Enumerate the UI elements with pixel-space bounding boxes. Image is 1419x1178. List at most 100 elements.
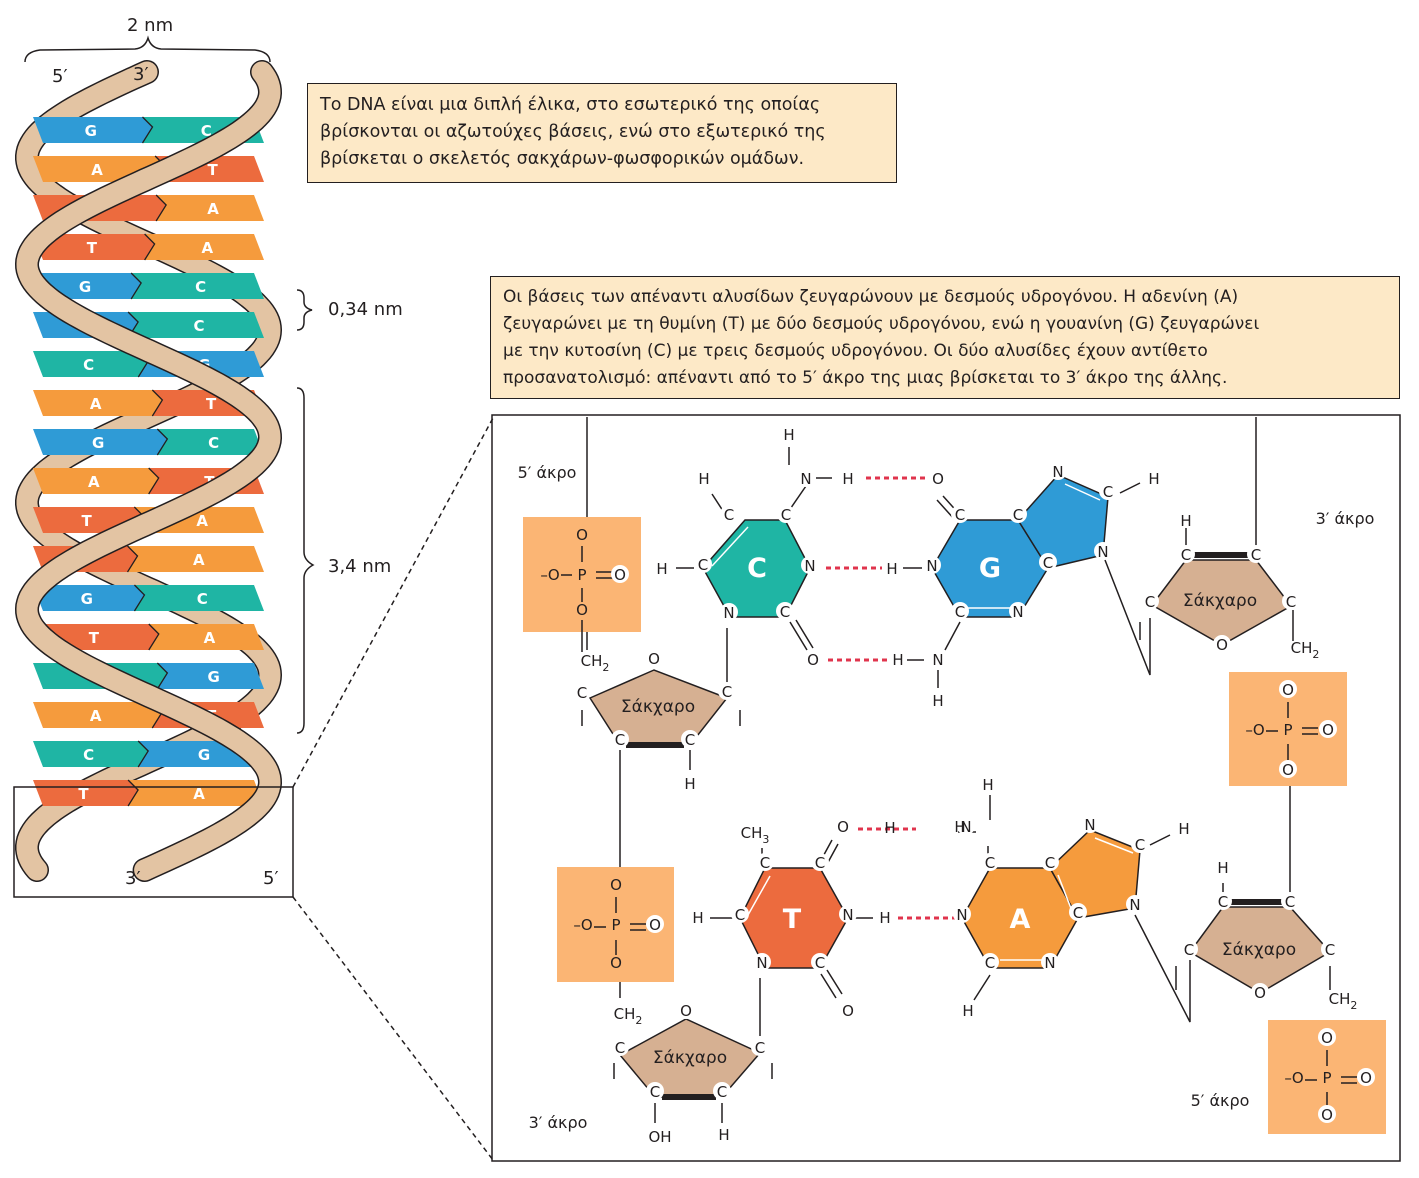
phosphate-bonds bbox=[561, 546, 1357, 1108]
atom-N-bg bbox=[1126, 895, 1144, 913]
atom-O: O bbox=[576, 526, 588, 544]
atom-C-bg bbox=[1009, 505, 1027, 523]
atom-N-bg bbox=[1081, 815, 1099, 833]
atom-O: O bbox=[932, 470, 944, 488]
atom-O-bg bbox=[834, 817, 852, 835]
atom-N-bg bbox=[1094, 542, 1112, 560]
atom-C: C bbox=[755, 1039, 765, 1057]
helix-caption-line: Το DNA είναι μια διπλή έλικα, στο εσωτερ… bbox=[320, 95, 821, 115]
atom-O: O bbox=[842, 1002, 854, 1020]
turn-label: 3,4 nm bbox=[328, 556, 391, 577]
rung-letter: C bbox=[194, 317, 205, 335]
base-A bbox=[33, 702, 163, 728]
ch3-group-subscript: 3 bbox=[762, 833, 769, 846]
atom-H: H bbox=[656, 560, 667, 578]
atom-H: H bbox=[718, 1126, 729, 1144]
atom-O-bg bbox=[1319, 720, 1337, 738]
spacing-brace bbox=[296, 289, 313, 331]
atom-N-bg bbox=[1009, 602, 1027, 620]
atom-C-bg bbox=[1214, 892, 1232, 910]
turn-brace bbox=[296, 387, 315, 734]
atom-O: O bbox=[610, 954, 622, 972]
rung-letter: A bbox=[196, 512, 208, 530]
base-G bbox=[33, 585, 145, 611]
atom-O: O bbox=[837, 818, 849, 836]
atom-H: H bbox=[886, 560, 897, 578]
atom-N: N bbox=[723, 604, 734, 622]
atom-C: C bbox=[698, 556, 708, 574]
atom-C-bg bbox=[1321, 940, 1339, 958]
atom-H: H bbox=[884, 819, 895, 837]
atom-C-bg bbox=[951, 505, 969, 523]
pairing-caption-line: με την κυτοσίνη (C) με τρεις δεσμούς υδρ… bbox=[503, 341, 1208, 361]
sugar-front-edges bbox=[626, 552, 1283, 1100]
spacing-label: 0,34 nm bbox=[328, 299, 403, 320]
backbone-lines bbox=[581, 417, 1331, 1123]
base-C bbox=[131, 273, 264, 299]
atom-O-bg bbox=[1251, 983, 1269, 1001]
atom-O-bg bbox=[1318, 1105, 1336, 1123]
base-A bbox=[148, 624, 264, 650]
atom-O-bg bbox=[1357, 1068, 1375, 1086]
atom-H: H bbox=[1148, 470, 1159, 488]
atom-C: C bbox=[1043, 554, 1053, 572]
zoom-line-top bbox=[292, 417, 494, 788]
atom-C: C bbox=[577, 684, 587, 702]
pairing-caption: Οι βάσεις των απέναντι αλυσίδων ζευγαρών… bbox=[490, 276, 1400, 399]
atom-C: C bbox=[1103, 483, 1113, 501]
atom-C: C bbox=[985, 854, 995, 872]
atom-C: C bbox=[650, 1083, 660, 1101]
base-rings bbox=[702, 474, 1141, 969]
atom-C: C bbox=[780, 603, 790, 621]
atom-H: H bbox=[932, 692, 943, 710]
rung-letter: T bbox=[207, 161, 218, 179]
rung-letter: G bbox=[92, 434, 104, 452]
atom-N-bg bbox=[753, 953, 771, 971]
atom-C: C bbox=[1145, 593, 1155, 611]
base-C bbox=[157, 429, 264, 455]
helix-caption-line: βρίσκεται ο σκελετός σακχάρων-φωσφορικών… bbox=[320, 149, 805, 169]
front-strand bbox=[16, 61, 281, 881]
base-adenine-letter: A bbox=[1010, 904, 1031, 935]
atom-O-bg bbox=[646, 915, 664, 933]
atom-N: N bbox=[842, 906, 853, 924]
atom-N-bg bbox=[1041, 953, 1059, 971]
rung-letter: C bbox=[208, 434, 219, 452]
atom-C-bg bbox=[1131, 835, 1149, 853]
atom-O-bg bbox=[611, 565, 629, 583]
atom-H: H bbox=[842, 470, 853, 488]
helix-end-bottom-left: 3′ bbox=[125, 868, 141, 889]
atom-O: O bbox=[1282, 681, 1294, 699]
atom-C-bg bbox=[981, 853, 999, 871]
pairing-caption-line: Οι βάσεις των απέναντι αλυσίδων ζευγαρών… bbox=[503, 287, 1239, 307]
base-T bbox=[33, 234, 155, 260]
atom-C: C bbox=[615, 731, 625, 749]
atom-O: O bbox=[1216, 636, 1228, 654]
atom-C: C bbox=[717, 1083, 727, 1101]
atom-C-bg bbox=[731, 905, 749, 923]
atom-H: H bbox=[962, 1002, 973, 1020]
detail-structure bbox=[523, 417, 1386, 1134]
atom-C-bg bbox=[811, 953, 829, 971]
atom-H: H bbox=[692, 909, 703, 927]
ch2-group: CH2 bbox=[1329, 990, 1358, 1012]
zoom-line-bottom bbox=[292, 896, 494, 1161]
rung-letter: A bbox=[193, 785, 205, 803]
atom-O: O bbox=[1322, 721, 1334, 739]
atom-C-bg bbox=[777, 505, 795, 523]
atom-C: C bbox=[722, 683, 732, 701]
rung-letter: A bbox=[90, 395, 102, 413]
atom-P: P bbox=[577, 566, 586, 584]
atom-N: N bbox=[804, 557, 815, 575]
base-A bbox=[144, 234, 264, 260]
sugar-label-3: Σάκχαρο bbox=[1183, 591, 1257, 611]
atom-N: N bbox=[1012, 603, 1023, 621]
detail-frame bbox=[491, 414, 1401, 1162]
atom-N-bg bbox=[953, 905, 971, 923]
atom-H: H bbox=[783, 426, 794, 444]
atom-C-bg bbox=[681, 730, 699, 748]
atom-O-bg bbox=[1318, 1028, 1336, 1046]
